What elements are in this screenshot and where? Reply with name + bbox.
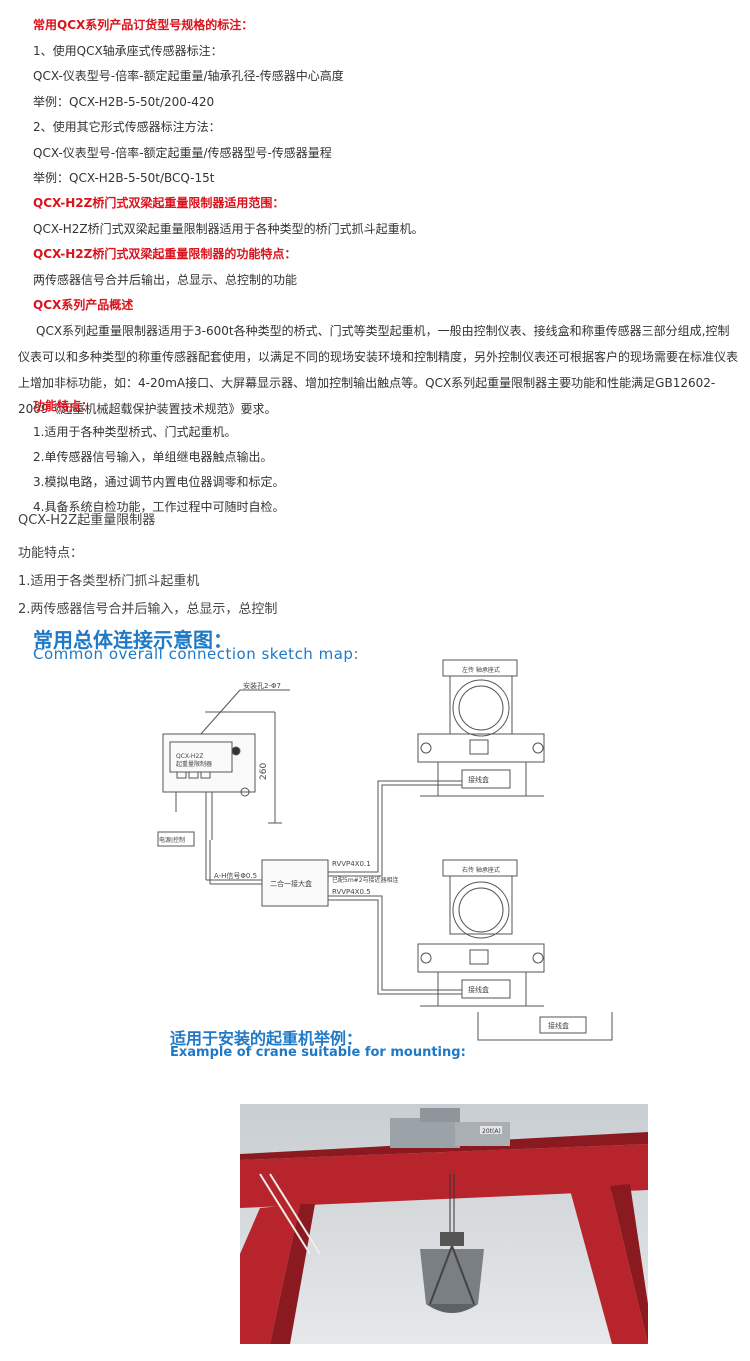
spec-heading: 常用QCX系列产品订货型号规格的标注： <box>33 18 254 32</box>
spec-example-1: 举例：QCX-H2B-5-50t/200-420 <box>33 95 215 109</box>
overview-heading: QCX系列产品概述 <box>33 298 134 312</box>
diagram-title-en: Common overall connection sketch map: <box>33 645 359 663</box>
features-heading: QCX-H2Z桥门式双梁起重量限制器的功能特点： <box>33 247 297 261</box>
crane-title-cn: 适用于安装的起重机举例： <box>170 1029 363 1048</box>
junction-label: 二合一接大盒 <box>270 879 312 888</box>
sensor1-label: 左传 轴承座式 <box>462 666 500 674</box>
instrument-name: 起重量限制器 <box>176 760 212 768</box>
func-item: 2.单传感器信号输入，单组继电器触点输出。 <box>33 450 273 464</box>
spec-format-2: QCX-仪表型号-倍率-额定起重量/传感器型号-传感器量程 <box>33 146 332 160</box>
height-label: 260 <box>259 763 269 780</box>
connection-diagram: 安装孔2-Φ7 260 QCX-H2Z 起重量限制器 电源|控制 A-H信号Φ0… <box>157 659 613 1041</box>
spec-format-1: QCX-仪表型号-倍率-额定起重量/轴承孔径-传感器中心高度 <box>33 69 344 83</box>
lower-item: 2.两传感器信号合并后输入，总显示，总控制 <box>18 602 278 617</box>
spec-item-1: 1、使用QCX轴承座式传感器标注： <box>33 44 223 58</box>
overview-paragraph: QCX系列起重量限制器适用于3-600t各种类型的桥式、门式等类型起重机，一般由… <box>18 324 739 416</box>
lower-label: 功能特点： <box>18 546 84 561</box>
func-item: 1.适用于各种类型桥式、门式起重机。 <box>33 425 237 439</box>
signal-label: A-H信号Φ0.5 <box>214 871 257 880</box>
cable1-note: 已配5m#2与接近器相连 <box>332 876 399 884</box>
box-label: 接线盒 <box>548 1021 569 1030</box>
func-heading: 功能特点： <box>33 399 94 413</box>
sensor2-label: 右传 轴承座式 <box>462 866 500 874</box>
crane-plate: 20t(A) <box>482 1128 501 1135</box>
lower-item: 1.适用于各类型桥门抓斗起重机 <box>18 574 200 589</box>
power-label: 电源|控制 <box>159 836 185 844</box>
spec-item-2: 2、使用其它形式传感器标注方法： <box>33 120 221 134</box>
crane-photo: 20t(A) <box>240 1104 648 1344</box>
func-item: 3.模拟电路，通过调节内置电位器调零和标定。 <box>33 475 285 489</box>
diagram-title-cn: 常用总体连接示意图： <box>33 628 233 652</box>
features-text: 两传感器信号合并后输出，总显示、总控制的功能 <box>33 273 298 287</box>
cable1-label: RVVP4X0.1 <box>332 860 371 868</box>
func-item: 4.具备系统自检功能，工作过程中可随时自检。 <box>33 500 285 514</box>
spec-example-2: 举例：QCX-H2B-5-50t/BCQ-15t <box>33 171 215 185</box>
box-label: 接线盒 <box>468 775 489 784</box>
lower-title: QCX-H2Z起重量限制器 <box>18 513 156 528</box>
cable2-label: RVVP4X0.5 <box>332 888 371 896</box>
crane-title-en: Example of crane suitable for mounting: <box>170 1045 466 1060</box>
box-label: 接线盒 <box>468 985 489 994</box>
scope-text: QCX-H2Z桥门式双梁起重量限制器适用于各种类型的桥门式抓斗起重机。 <box>33 222 424 236</box>
mount-label: 安装孔2-Φ7 <box>243 681 281 690</box>
instrument-model: QCX-H2Z <box>176 753 203 760</box>
scope-heading: QCX-H2Z桥门式双梁起重量限制器适用范围： <box>33 196 285 210</box>
